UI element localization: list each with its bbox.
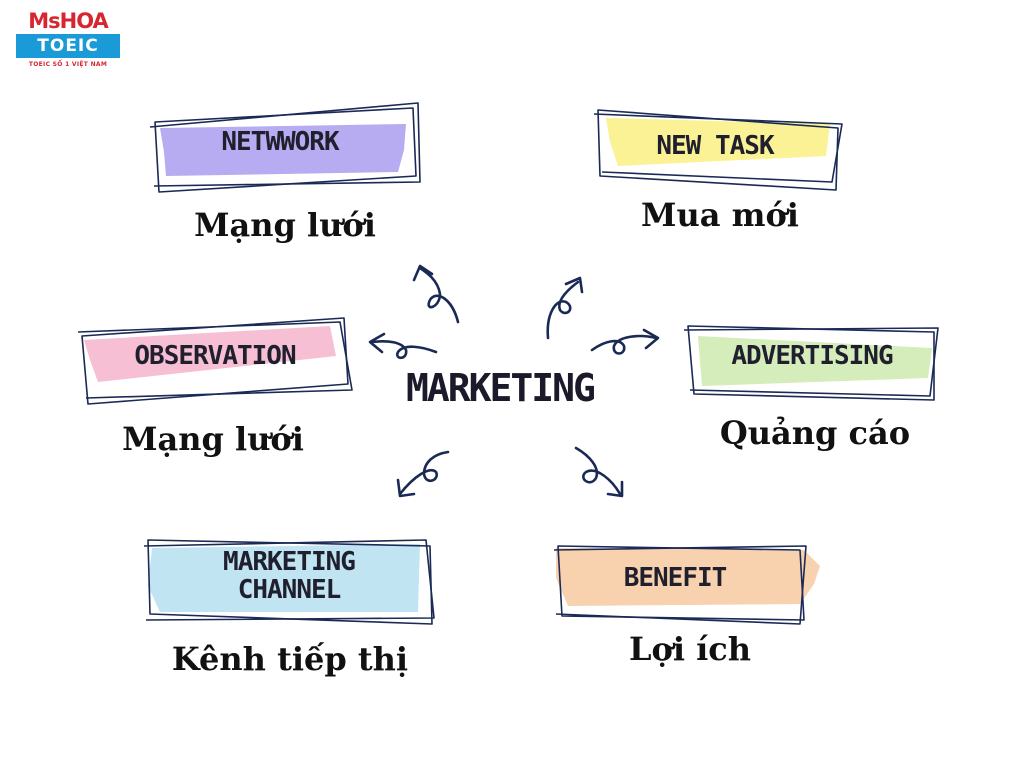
center-topic: MARKETING: [406, 366, 596, 410]
curly-arrow-icon-to-marketing-channel: [396, 450, 450, 498]
node-label-marketing-channel: MARKETING CHANNEL: [223, 547, 356, 605]
node-translation-observation: Mạng lưới: [122, 420, 304, 458]
node-translation-benefit: Lợi ích: [628, 630, 752, 668]
node-card-benefit: [553, 545, 820, 625]
curly-arrow-icon-to-benefit: [574, 446, 624, 498]
curly-arrow-icon-to-new-task: [546, 276, 584, 340]
curly-arrow-icon-to-network: [412, 264, 460, 324]
logo-brand-top: MsHOA: [28, 9, 109, 33]
logo-brand-bar: TOEIC: [16, 34, 120, 58]
node-label-benefit: BENEFIT: [623, 563, 728, 593]
node-card-advertising: [683, 325, 939, 401]
logo-tagline: TOEIC SỐ 1 VIỆT NAM: [28, 61, 108, 68]
node-card-marketing-channel: [143, 539, 435, 625]
node-card-new-task: [593, 109, 843, 191]
brand-logo: MsHOA TOEIC TOEIC SỐ 1 VIỆT NAM: [14, 8, 122, 78]
node-translation-advertising: Quảng cáo: [719, 414, 911, 452]
curly-arrow-icon-to-observation: [368, 332, 438, 360]
node-label-network: NETWWORK: [221, 127, 339, 157]
node-translation-marketing-channel: Kênh tiếp thị: [171, 640, 409, 678]
node-translation-network: Mạng lưới: [194, 206, 376, 244]
node-card-observation: [77, 317, 353, 405]
node-label-advertising: ADVERTISING: [731, 341, 893, 371]
node-label-new-task: NEW TASK: [656, 131, 774, 161]
node-card-network: [149, 102, 421, 193]
node-translation-new-task: Mua mới: [641, 196, 799, 234]
node-label-observation: OBSERVATION: [134, 341, 296, 371]
curly-arrow-icon-to-advertising: [590, 328, 660, 355]
